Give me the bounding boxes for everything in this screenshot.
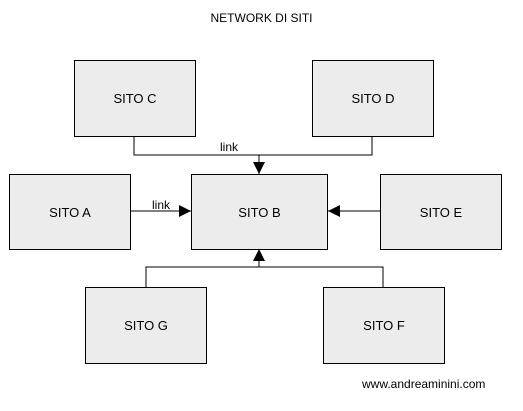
site-g-label: SITO G <box>124 318 168 333</box>
site-e-label: SITO E <box>419 204 463 220</box>
site-d-label: SITO D <box>351 91 395 106</box>
site-c-label: SITO C <box>113 91 157 106</box>
edge-c-d-to-b <box>133 137 373 156</box>
site-f-label: SITO F <box>363 318 405 333</box>
site-e-box: SITO E <box>380 174 502 250</box>
site-f-box: SITO F <box>323 287 445 364</box>
site-b-box: SITO B <box>191 174 328 250</box>
site-a-label: SITO A <box>49 204 91 220</box>
site-a-box: SITO A <box>9 174 131 250</box>
site-b-label: SITO B <box>238 204 281 220</box>
site-g-box: SITO G <box>85 287 207 364</box>
link-label-left: link <box>152 198 171 212</box>
diagram-title: NETWORK DI SITI <box>210 11 313 25</box>
link-label-top: link <box>220 140 239 154</box>
site-credit: www.andreaminini.com <box>362 377 486 391</box>
edge-g-f-to-b <box>145 266 384 287</box>
site-d-box: SITO D <box>312 60 434 137</box>
site-c-box: SITO C <box>74 60 196 137</box>
